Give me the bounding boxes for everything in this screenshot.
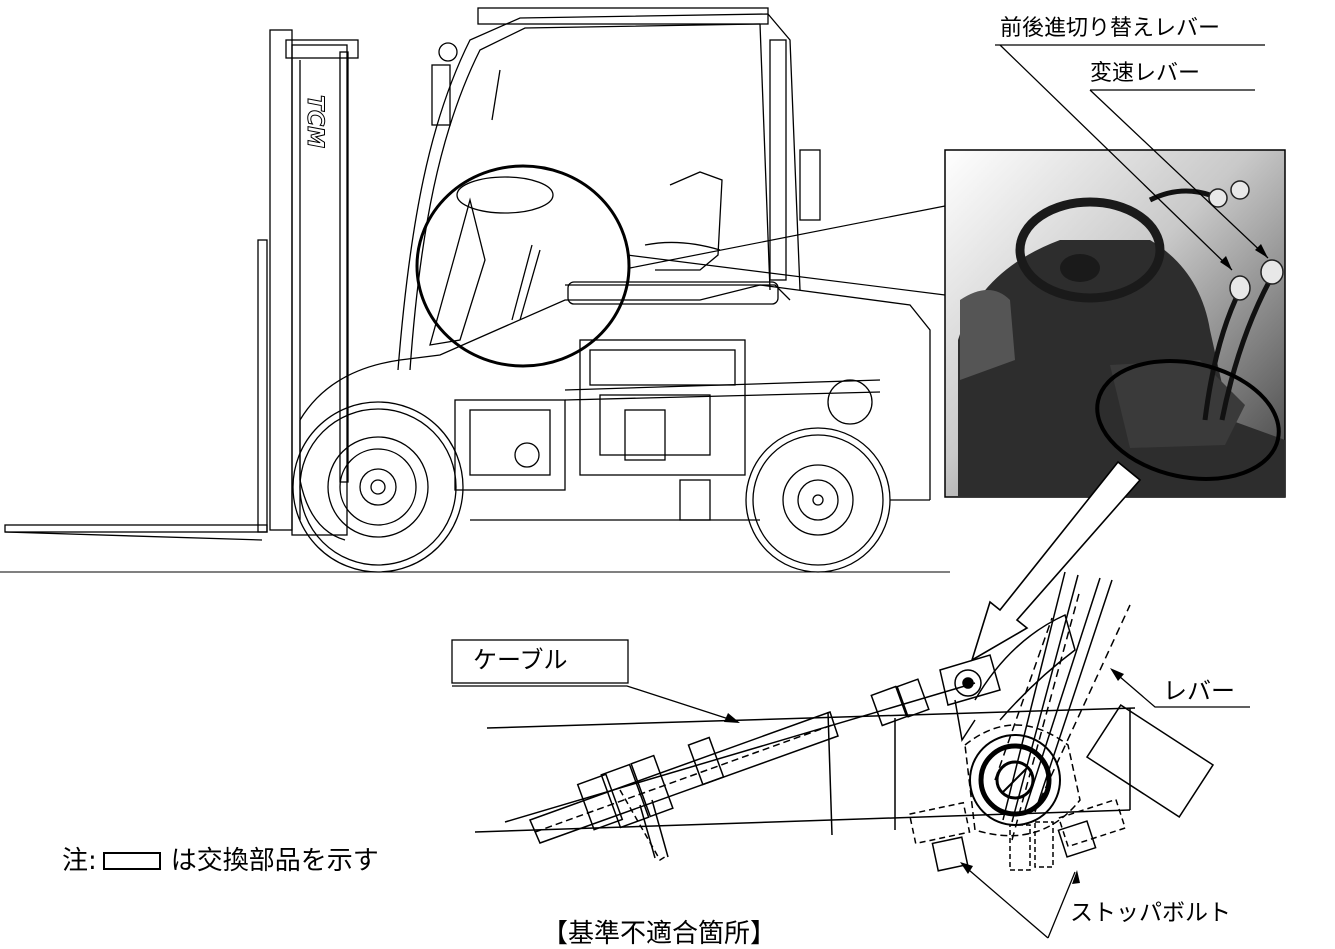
top-label-leaders [995, 44, 1269, 271]
forklift-side-view [0, 7, 950, 573]
forward-reverse-lever-label: 前後進切り替えレバー [1000, 16, 1221, 41]
footer-caption: 【基準不適合箇所】 [542, 919, 777, 949]
mast [269, 29, 359, 536]
forks [4, 239, 268, 541]
lever-knobs [1208, 180, 1284, 301]
stopper-bolt-label: ストッパボルト [1070, 900, 1231, 926]
leader-arrowheads [1220, 244, 1268, 270]
console-highlight-ellipse [1095, 359, 1281, 481]
callout-circle [415, 164, 631, 368]
engine-block [454, 339, 881, 521]
stopper-bolts [908, 798, 1127, 872]
overhead-guard [397, 7, 821, 371]
detail-pointer-arrow [970, 460, 1142, 662]
mast-logo: TCM [302, 95, 327, 148]
front-wheel [292, 401, 464, 573]
cable-assembly [504, 678, 976, 862]
replacement-parts-note: 注: は交換部品を示す [62, 848, 379, 874]
replacement-part-legend-box [102, 852, 161, 870]
lever-rods [1148, 188, 1273, 421]
operator-seat [644, 171, 723, 271]
rear-wheel [745, 427, 891, 573]
note-text: は交換部品を示す [170, 846, 379, 876]
detail-label-leaders [452, 669, 1250, 939]
lever-arms [974, 571, 1131, 841]
cable-label: ケーブル [473, 646, 568, 674]
detail-arrowheads [724, 668, 1124, 884]
cable-label-frame [451, 639, 629, 684]
lever-detail-drawing [474, 571, 1215, 872]
note-prefix: 注: [62, 846, 97, 876]
steering-column [429, 176, 554, 346]
speed-lever-label: 変速レバー [1090, 61, 1201, 86]
cab-closeup-photo [944, 149, 1286, 498]
lever-label: レバー [1163, 677, 1235, 705]
